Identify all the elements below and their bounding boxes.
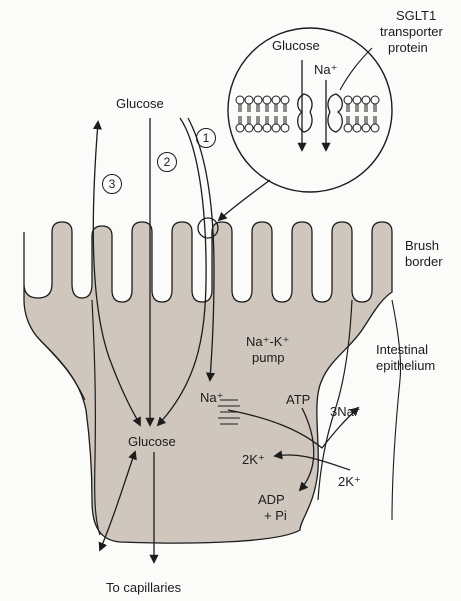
cell-junction-right bbox=[392, 300, 401, 520]
pathway-2-marker: 2 bbox=[157, 152, 177, 172]
phospholipid-head bbox=[245, 124, 253, 132]
phospholipid-head bbox=[236, 96, 244, 104]
na-inset-label: Na⁺ bbox=[314, 62, 337, 77]
atp-label: ATP bbox=[286, 392, 310, 407]
two-k-right-label: 2K⁺ bbox=[338, 474, 361, 489]
phospholipid-head bbox=[236, 124, 244, 132]
phospholipid-head bbox=[362, 124, 370, 132]
sglt1-label-line3: protein bbox=[388, 40, 428, 55]
pump-label-line1: Na⁺-K⁺ bbox=[246, 334, 289, 349]
sglt1-label-line2: transporter bbox=[380, 24, 443, 39]
phospholipid-head bbox=[263, 96, 271, 104]
glucose-inset-label: Glucose bbox=[272, 38, 320, 53]
phospholipid-head bbox=[254, 124, 262, 132]
intestinal-label-line2: epithelium bbox=[376, 358, 435, 373]
phospholipid-head bbox=[371, 124, 379, 132]
phospholipid-head bbox=[362, 96, 370, 104]
phospholipid-head bbox=[263, 124, 271, 132]
phospholipid-head bbox=[371, 96, 379, 104]
pump-label-line2: pump bbox=[252, 350, 285, 365]
na-cell-label: Na⁺ bbox=[200, 390, 223, 405]
three-na-label: 3Na⁺ bbox=[330, 404, 361, 419]
phospholipid-head bbox=[281, 124, 289, 132]
sglt1-protein-left bbox=[298, 94, 312, 132]
phospholipid-head bbox=[272, 96, 280, 104]
two-k-left-label: 2K⁺ bbox=[242, 452, 265, 467]
phospholipid-head bbox=[245, 96, 253, 104]
phospholipid-head bbox=[353, 124, 361, 132]
glucose-cell-label: Glucose bbox=[128, 434, 176, 449]
phospholipid-head bbox=[254, 96, 262, 104]
adp-label-line1: ADP bbox=[258, 492, 285, 507]
glucose-top-label: Glucose bbox=[116, 96, 164, 111]
to-capillaries-label: To capillaries bbox=[106, 580, 181, 595]
phospholipid-head bbox=[272, 124, 280, 132]
phospholipid-head bbox=[281, 96, 289, 104]
phospholipid-head bbox=[344, 124, 352, 132]
epithelium-cell bbox=[24, 222, 392, 543]
adp-label-line2: + Pi bbox=[264, 508, 287, 523]
pathway-3-marker: 3 bbox=[102, 174, 122, 194]
pathway-1-marker: 1 bbox=[196, 128, 216, 148]
sglt1-protein-right bbox=[328, 94, 342, 132]
phospholipid-head bbox=[344, 96, 352, 104]
phospholipid-head bbox=[353, 96, 361, 104]
brush-border-label-line1: Brush bbox=[405, 238, 439, 253]
sglt1-label-line1: SGLT1 bbox=[396, 8, 436, 23]
brush-border-label-line2: border bbox=[405, 254, 443, 269]
intestinal-label-line1: Intestinal bbox=[376, 342, 428, 357]
zoom-arrow bbox=[219, 180, 270, 220]
